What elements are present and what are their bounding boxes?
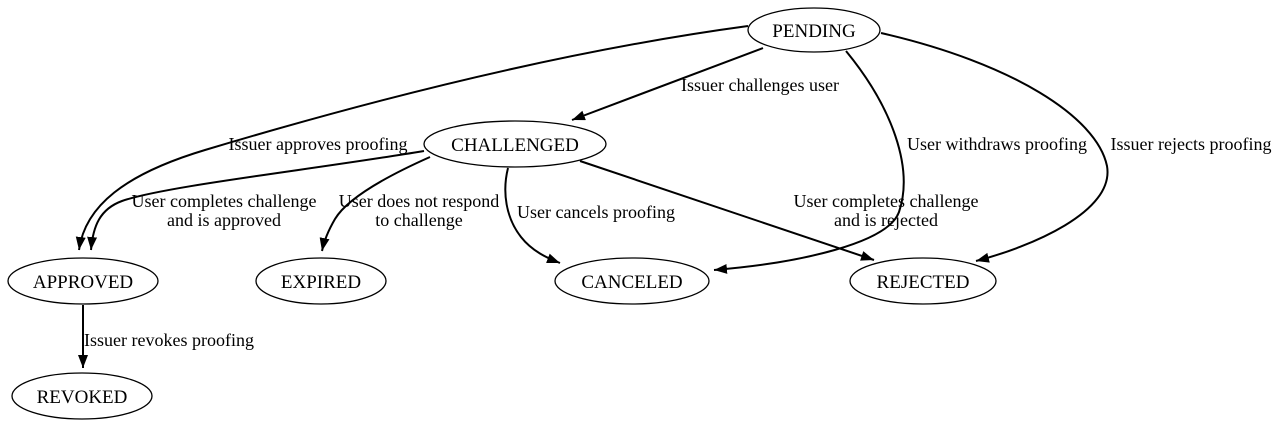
state-approved-ellipse [7, 257, 159, 305]
svg-text:User completes challenge: User completes challenge [132, 191, 317, 211]
node-layer: PENDING CHALLENGED APPROVED EXPIRED CANC… [7, 7, 997, 420]
state-challenged-ellipse [423, 120, 607, 168]
svg-text:and is rejected: and is rejected [834, 210, 938, 230]
edge-pending-to-approved [75, 25, 749, 251]
state-rejected: REJECTED [849, 257, 997, 305]
state-expired-ellipse [255, 257, 387, 305]
svg-text:and is approved: and is approved [167, 210, 281, 230]
state-revoked: REVOKED [11, 372, 153, 420]
edge-label-issuer-rejects-proofing: Issuer rejects proofing [1111, 134, 1272, 154]
edge-label-user-completes-challenge-approved: User completes challenge and is approved [132, 191, 317, 230]
state-revoked-label: REVOKED [37, 387, 128, 408]
state-approved-label: APPROVED [33, 272, 133, 293]
state-canceled-ellipse [554, 257, 710, 305]
state-rejected-label: REJECTED [877, 272, 970, 293]
edge-challenged-to-approved [87, 150, 425, 251]
edge-layer [75, 25, 1109, 368]
state-pending-label: PENDING [772, 21, 856, 42]
state-challenged: CHALLENGED [423, 120, 607, 168]
svg-text:User does not respond: User does not respond [339, 191, 499, 211]
edge-pending-to-canceled [713, 50, 905, 274]
edge-label-issuer-challenges-user: Issuer challenges user [681, 75, 839, 95]
edge-pending-to-rejected [880, 32, 1109, 263]
state-rejected-ellipse [849, 257, 997, 305]
edge-challenged-to-rejected [579, 160, 875, 261]
state-pending: PENDING [747, 7, 881, 53]
state-canceled-label: CANCELED [581, 272, 682, 293]
state-canceled: CANCELED [554, 257, 710, 305]
state-pending-ellipse [747, 7, 881, 53]
state-revoked-ellipse [11, 372, 153, 420]
edge-label-user-completes-challenge-rejected: User completes challenge and is rejected [794, 191, 979, 230]
edge-label-user-does-not-respond: User does not respond to challenge [339, 191, 499, 230]
state-expired-label: EXPIRED [281, 272, 361, 293]
edge-label-issuer-revokes-proofing: Issuer revokes proofing [84, 330, 254, 350]
state-approved: APPROVED [7, 257, 159, 305]
edge-challenged-to-expired [319, 156, 431, 252]
edge-label-user-withdraws-proofing: User withdraws proofing [907, 134, 1087, 154]
state-challenged-label: CHALLENGED [451, 135, 579, 156]
svg-text:to challenge: to challenge [375, 210, 462, 230]
state-expired: EXPIRED [255, 257, 387, 305]
edge-challenged-to-canceled [504, 167, 561, 264]
edge-label-layer: Issuer challenges user Issuer approves p… [84, 75, 1271, 350]
svg-text:User completes challenge: User completes challenge [794, 191, 979, 211]
edge-pending-to-challenged [571, 47, 764, 121]
edge-label-user-cancels-proofing: User cancels proofing [517, 202, 675, 222]
edge-label-issuer-approves-proofing: Issuer approves proofing [229, 134, 408, 154]
